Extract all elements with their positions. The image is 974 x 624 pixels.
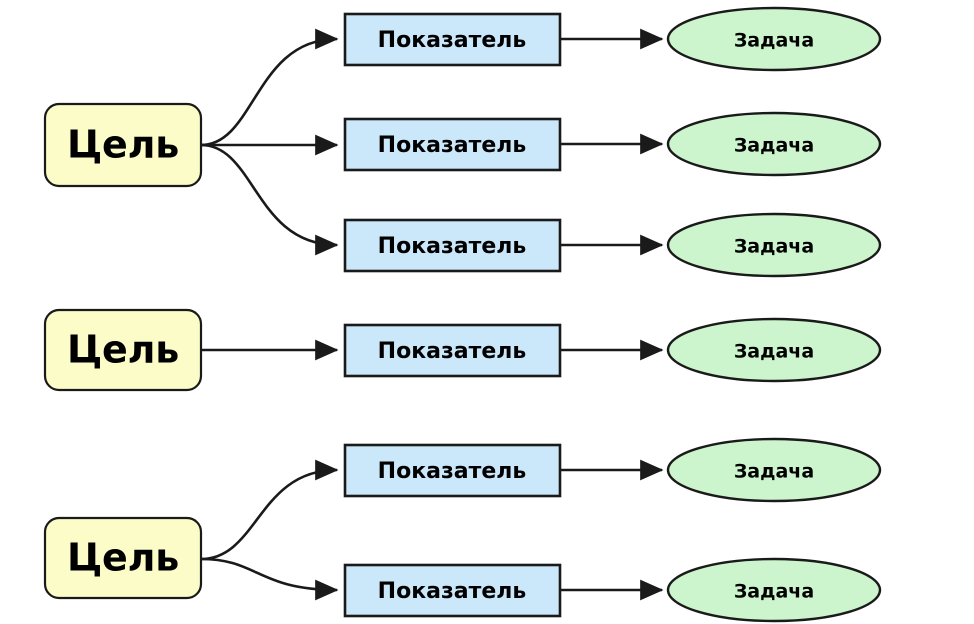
task-ellipse-3[interactable]	[666, 212, 882, 278]
indicator-node-5[interactable]: Показатель	[343, 443, 562, 498]
indicator-box-2[interactable]	[343, 117, 562, 172]
indicator-box-6[interactable]	[343, 563, 562, 618]
goal-node-2[interactable]: Цель	[43, 308, 203, 392]
edge-goal1-to-indicator1	[200, 28, 339, 147]
indicator-label-4: Показатель	[378, 339, 527, 364]
goal-box-1[interactable]	[43, 102, 203, 188]
indicator-node-1[interactable]: Показатель	[343, 12, 562, 67]
task-ellipse-1[interactable]	[666, 6, 882, 72]
indicator-label-2: Показатель	[378, 133, 527, 158]
goal-box-2[interactable]	[43, 308, 203, 392]
indicator-box-1[interactable]	[343, 12, 562, 67]
group-3: Цель Показатель Задача Показатель Задача	[43, 437, 882, 623]
edge-goal3-to-indicator5	[200, 459, 339, 561]
goal-label-3: Цель	[67, 536, 179, 580]
task-ellipse-2[interactable]	[666, 111, 882, 177]
task-ellipse-6[interactable]	[666, 557, 882, 623]
indicator-node-3[interactable]: Показатель	[343, 218, 562, 273]
task-node-6[interactable]: Задача	[666, 557, 882, 623]
task-ellipse-4[interactable]	[666, 317, 882, 383]
indicator-label-1: Показатель	[378, 28, 527, 53]
edge-goal1-to-indicator3	[200, 143, 339, 256]
goal-label-1: Цель	[67, 123, 179, 167]
indicator-node-2[interactable]: Показатель	[343, 117, 562, 172]
indicator-box-3[interactable]	[343, 218, 562, 273]
goal-to-indicator-edges	[200, 28, 339, 601]
indicator-box-4[interactable]	[343, 323, 562, 378]
goal-label-2: Цель	[67, 328, 179, 372]
edges-layer	[200, 28, 664, 601]
goal-node-3[interactable]: Цель	[43, 516, 203, 600]
task-node-4[interactable]: Задача	[666, 317, 882, 383]
task-label-6: Задача	[734, 581, 814, 603]
indicator-to-task-edges	[560, 28, 664, 601]
task-label-1: Задача	[734, 30, 814, 52]
indicator-label-3: Показатель	[378, 234, 527, 259]
indicator-label-6: Показатель	[378, 579, 527, 604]
task-node-3[interactable]: Задача	[666, 212, 882, 278]
task-ellipse-5[interactable]	[666, 437, 882, 503]
group-1: Цель Показатель Задача Показатель Задача	[43, 6, 882, 278]
indicator-label-5: Показатель	[378, 459, 527, 484]
task-label-4: Задача	[734, 341, 814, 363]
goal-node-1[interactable]: Цель	[43, 102, 203, 188]
goal-box-3[interactable]	[43, 516, 203, 600]
task-label-2: Задача	[734, 135, 814, 157]
task-label-5: Задача	[734, 461, 814, 483]
indicator-box-5[interactable]	[343, 443, 562, 498]
indicator-node-4[interactable]: Показатель	[343, 323, 562, 378]
indicator-node-6[interactable]: Показатель	[343, 563, 562, 618]
task-label-3: Задача	[734, 236, 814, 258]
task-node-1[interactable]: Задача	[666, 6, 882, 72]
group-2: Цель Показатель Задача	[43, 308, 882, 392]
task-node-2[interactable]: Задача	[666, 111, 882, 177]
edge-goal3-to-indicator6	[200, 557, 339, 601]
task-node-5[interactable]: Задача	[666, 437, 882, 503]
